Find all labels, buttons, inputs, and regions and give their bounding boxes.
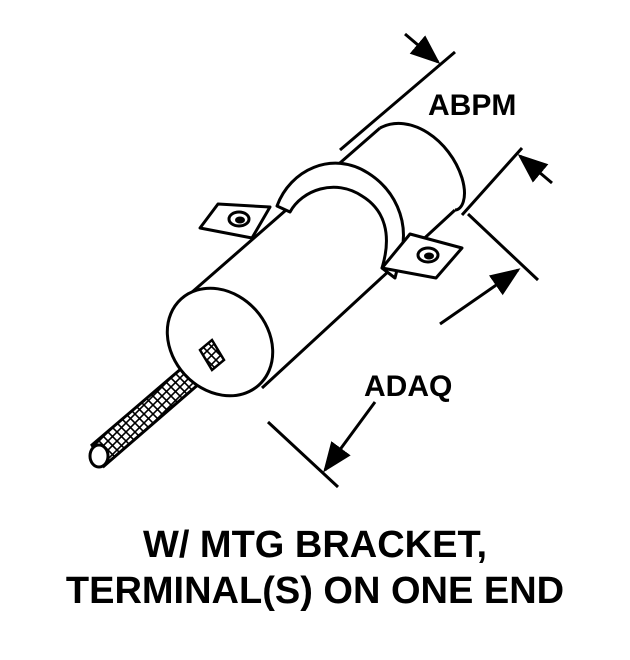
dimension-label-abpm: ABPM	[428, 89, 516, 122]
near-end-cap	[165, 286, 275, 398]
mounting-tab-right	[380, 232, 464, 280]
caption-line-2: TERMINAL(S) ON ONE END	[65, 570, 565, 612]
mounting-tab-left	[198, 202, 272, 240]
dimension-abpm: ABPM	[339, 32, 553, 217]
caption-line-1: W/ MTG BRACKET,	[142, 524, 488, 566]
dimension-label-adaq: ADAQ	[364, 370, 452, 403]
dimension-adaq: ADAQ	[266, 212, 540, 489]
